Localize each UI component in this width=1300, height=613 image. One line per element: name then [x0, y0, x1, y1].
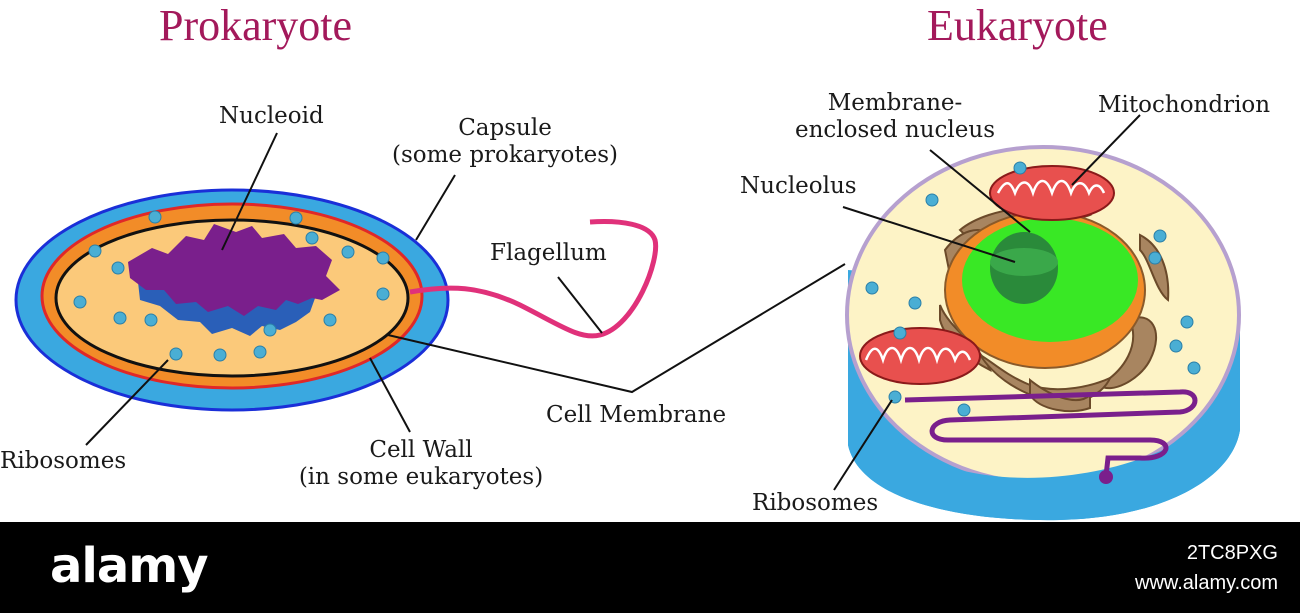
eukaryote-cell	[845, 145, 1241, 521]
membrane-nucleus-label-line2: enclosed nucleus	[794, 117, 996, 143]
prokaryote-cell	[14, 188, 659, 412]
leader-lines	[85, 114, 1141, 491]
capsule-label-note: (some prokaryotes)	[391, 142, 619, 168]
membrane-nucleus-label-line1: Membrane-	[827, 90, 963, 116]
flagellum-shape	[409, 219, 659, 339]
dna-strand	[904, 389, 1198, 477]
cell-wall-label: Cell Wall (in some eukaryotes)	[290, 437, 552, 491]
brand-logo: alamy	[50, 538, 209, 594]
capsule-label-text: Capsule	[458, 115, 552, 141]
cell-wall-label-text: Cell Wall	[369, 437, 473, 463]
diagram-art	[14, 114, 1241, 521]
ribosomes-label-left: Ribosomes	[0, 448, 127, 474]
mitochondrion-top	[989, 165, 1115, 221]
image-id: 2TC8PXG	[1186, 542, 1278, 564]
cell-membrane-label: Cell Membrane	[546, 402, 727, 428]
watermark-footer: alamy 2TC8PXG www.alamy.com	[0, 522, 1300, 613]
mitochondrion-bottom	[859, 327, 981, 385]
nucleoid-label: Nucleoid	[219, 103, 324, 129]
ribosomes-label-right: Ribosomes	[752, 490, 879, 516]
capsule-label: Capsule (some prokaryotes)	[380, 115, 630, 169]
prokaryote-ribosomes	[73, 210, 390, 362]
nucleolus-label: Nucleolus	[740, 173, 857, 199]
flagellum-label: Flagellum	[490, 240, 607, 266]
euk-side	[848, 350, 1240, 521]
eukaryote-title: Eukaryote	[927, 1, 1108, 50]
site-url: www.alamy.com	[1135, 572, 1278, 594]
membrane-nucleus-label: Membrane- enclosed nucleus	[780, 90, 1010, 144]
cell-wall-label-note: (in some eukaryotes)	[298, 464, 544, 490]
prokaryote-title: Prokaryote	[159, 1, 353, 50]
mitochondrion-label: Mitochondrion	[1098, 92, 1271, 118]
diagram: Prokaryote Eukaryote Nucleoid Capsule (s…	[0, 1, 1271, 521]
nucleoid-shape	[128, 224, 340, 316]
